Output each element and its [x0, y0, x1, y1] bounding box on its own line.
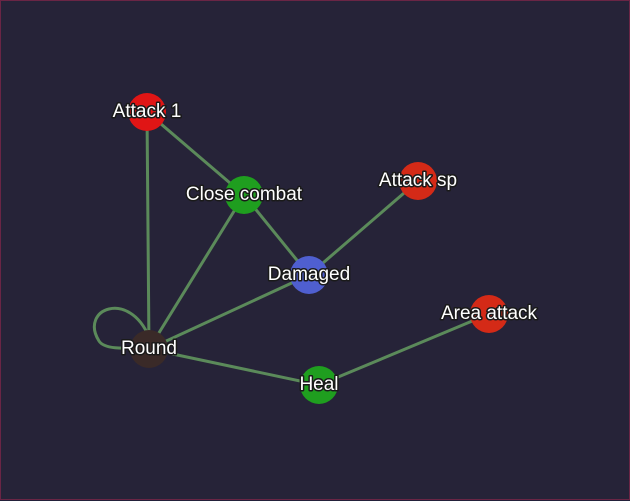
node-circle[interactable] — [290, 256, 328, 294]
node-label: Attack sp — [379, 170, 457, 191]
node-label: Close combat — [186, 184, 303, 205]
node-attack-sp[interactable]: Attack sp — [377, 162, 459, 200]
nodes-layer: Attack 1 Close combat Attack sp DamagedArea… — [111, 93, 539, 404]
node-circle[interactable] — [128, 93, 166, 131]
edge-damaged-round — [147, 273, 311, 351]
node-circle[interactable] — [300, 366, 338, 404]
node-label: Damaged — [268, 264, 350, 285]
node-circle[interactable] — [470, 295, 508, 333]
node-attack1[interactable]: Attack 1 — [111, 93, 183, 131]
edge-attack_sp-damaged — [307, 179, 420, 277]
node-circle[interactable] — [399, 162, 437, 200]
edge-close_combat-round — [147, 193, 246, 351]
edge-heal-area_attack — [317, 312, 491, 387]
node-label: Heal — [299, 374, 338, 395]
edge-round-heal — [147, 347, 321, 387]
node-area-attack[interactable]: Area attack — [439, 295, 539, 333]
node-close-combat[interactable]: Close combat — [184, 176, 304, 214]
self-loop-edge-round — [92, 306, 151, 350]
edge-attack1-round — [145, 110, 151, 351]
edge-attack1-close_combat — [145, 110, 246, 197]
node-circle[interactable] — [130, 330, 168, 368]
node-heal[interactable]: Heal — [298, 366, 340, 404]
node-label: Attack 1 — [113, 101, 182, 122]
node-label: Area attack — [441, 303, 538, 324]
node-round[interactable]: Round — [120, 330, 179, 368]
node-damaged[interactable]: Damaged — [266, 256, 352, 294]
node-label: Round — [121, 338, 177, 359]
node-circle[interactable] — [225, 176, 263, 214]
